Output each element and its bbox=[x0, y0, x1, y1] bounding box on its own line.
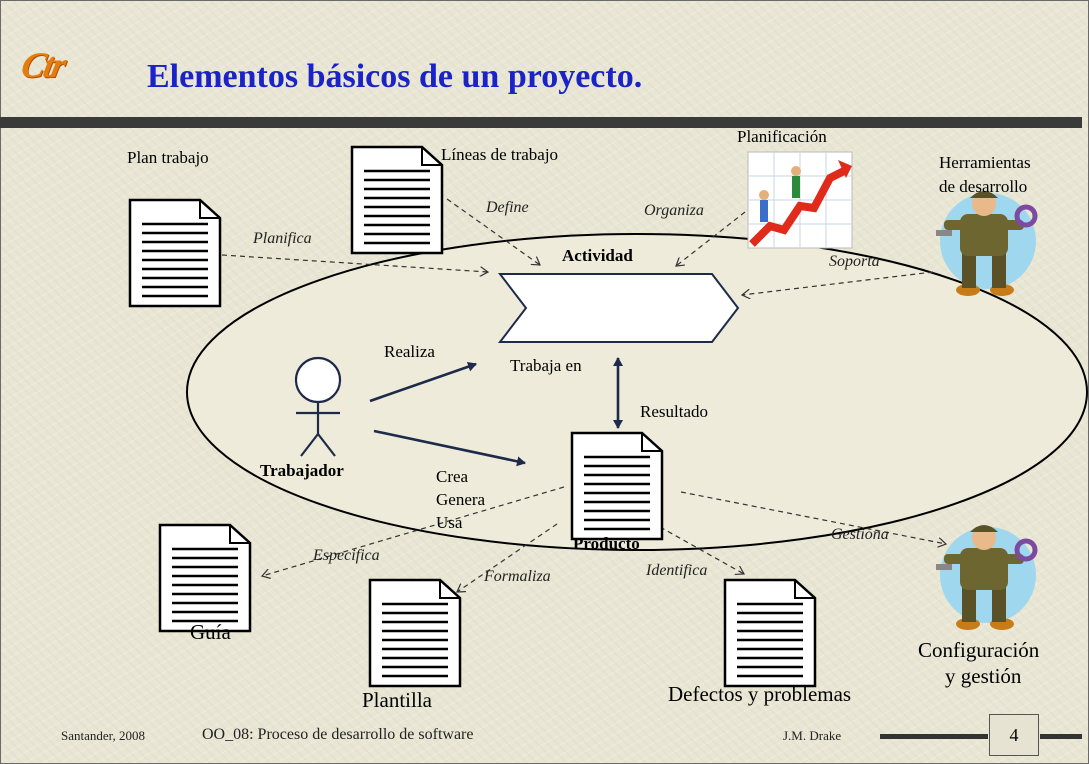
template-document-icon bbox=[368, 578, 462, 688]
guide-document-icon bbox=[158, 523, 252, 633]
page-number: 4 bbox=[989, 714, 1039, 756]
planning-label: Planificación bbox=[737, 127, 827, 146]
planning-chart-icon bbox=[747, 151, 853, 249]
footer-rule-right bbox=[1040, 734, 1082, 739]
dev-tools-label-1: Herramientas bbox=[939, 153, 1031, 172]
define-label: Define bbox=[486, 199, 529, 216]
worker-icon bbox=[294, 356, 342, 457]
footer-rule bbox=[880, 734, 988, 739]
activity-shape bbox=[497, 273, 740, 343]
dev-tools-label-2: de desarrollo bbox=[939, 177, 1028, 196]
footer-location: Santander, 2008 bbox=[61, 728, 145, 743]
soporta-label: Soporta bbox=[829, 253, 880, 270]
formaliza-dashed-arrow bbox=[457, 523, 558, 592]
project-ellipse bbox=[186, 233, 1088, 551]
defects-label: Defectos y problemas bbox=[668, 682, 852, 706]
planifica-label: Planifica bbox=[253, 230, 312, 247]
resultado-label: Resultado bbox=[640, 402, 708, 421]
lines-document-icon bbox=[350, 145, 444, 255]
config-label-1: Configuración bbox=[918, 638, 1040, 662]
organiza-label: Organiza bbox=[644, 202, 704, 219]
defects-document-icon bbox=[723, 578, 817, 688]
usa-label: Usa bbox=[436, 513, 463, 532]
crea-label: Crea bbox=[436, 467, 469, 486]
especifica-label: Especifica bbox=[313, 547, 380, 564]
crea-arrow bbox=[373, 429, 526, 467]
product-document-icon bbox=[570, 431, 664, 541]
define-dashed-arrow bbox=[446, 198, 540, 265]
plan-document-icon bbox=[128, 198, 222, 308]
product-label: Producto bbox=[573, 534, 640, 553]
guide-label: Guía bbox=[190, 620, 231, 644]
footer-author: J.M. Drake bbox=[783, 728, 842, 743]
activity-label: Actividad bbox=[562, 246, 633, 265]
realiza-arrow bbox=[369, 361, 477, 403]
slide-title: Elementos básicos de un proyecto. bbox=[147, 58, 643, 95]
plan-label: Plan trabajo bbox=[127, 148, 209, 167]
template-label: Plantilla bbox=[362, 688, 432, 712]
worker-label: Trabajador bbox=[260, 461, 344, 480]
identifica-dashed-arrow bbox=[659, 526, 744, 574]
especifica-dashed-arrow bbox=[262, 486, 565, 576]
genera-label: Genera bbox=[436, 490, 486, 509]
config-worker-icon bbox=[936, 525, 1036, 630]
config-label-2: y gestión bbox=[945, 664, 1022, 688]
title-divider bbox=[0, 117, 1082, 128]
gestiona-dashed-arrow bbox=[680, 491, 946, 544]
footer-course: OO_08: Proceso de desarrollo de software bbox=[202, 726, 474, 743]
organiza-dashed-arrow bbox=[676, 211, 746, 266]
lines-label: Líneas de trabajo bbox=[441, 145, 559, 164]
realiza-label: Realiza bbox=[384, 342, 435, 361]
gestiona-label: Gestiona bbox=[831, 526, 889, 543]
trabaja-en-label: Trabaja en bbox=[510, 356, 582, 375]
formaliza-label: Formaliza bbox=[484, 568, 551, 585]
identifica-label: Identifica bbox=[646, 562, 708, 579]
